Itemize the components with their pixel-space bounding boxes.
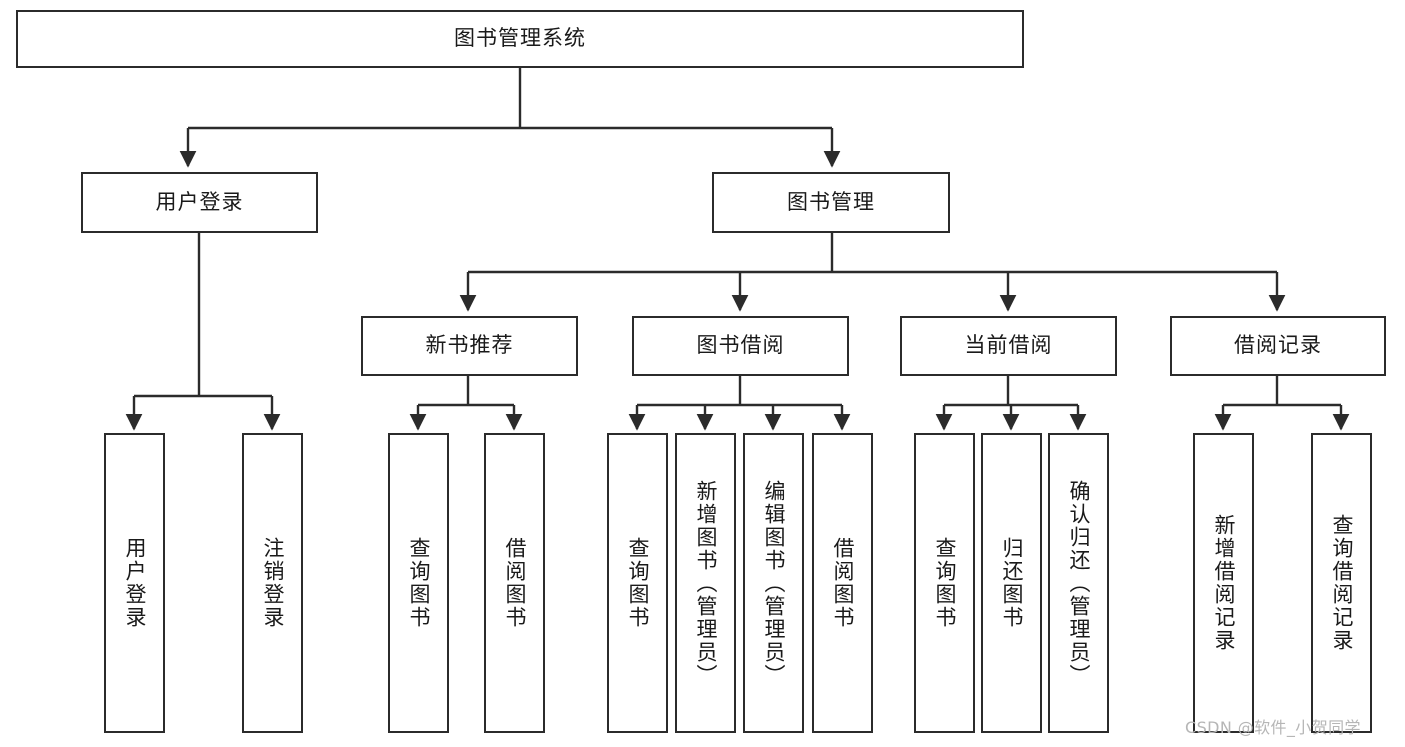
node-user-login[interactable]: 用户登录 [81, 172, 318, 233]
node-root[interactable]: 图书管理系统 [16, 10, 1024, 68]
leaf-query-book-3[interactable]: 查询图书 [914, 433, 975, 733]
leaf-borrow-book-2[interactable]: 借阅图书 [812, 433, 873, 733]
node-user-login-label: 用户登录 [155, 189, 244, 214]
node-book-management-label: 图书管理 [787, 189, 875, 214]
leaf-query-record[interactable]: 查询借阅记录 [1311, 433, 1372, 733]
leaf-add-record-label: 新增借阅记录 [1211, 514, 1236, 652]
leaf-confirm-return-label: 确认归还（管理员） [1066, 479, 1091, 687]
leaf-logout-login[interactable]: 注销登录 [242, 433, 303, 733]
leaf-return-book-label: 归还图书 [999, 537, 1024, 629]
leaf-user-login[interactable]: 用户登录 [104, 433, 165, 733]
leaf-add-record[interactable]: 新增借阅记录 [1193, 433, 1254, 733]
node-borrow-record[interactable]: 借阅记录 [1170, 316, 1386, 376]
leaf-user-login-label: 用户登录 [122, 537, 147, 629]
leaf-borrow-book-1[interactable]: 借阅图书 [484, 433, 545, 733]
leaf-query-book-1-label: 查询图书 [406, 537, 431, 629]
node-borrow-record-label: 借阅记录 [1234, 333, 1322, 358]
leaf-edit-book[interactable]: 编辑图书（管理员） [743, 433, 804, 733]
node-current-borrow-label: 当前借阅 [964, 333, 1053, 358]
leaf-query-book-2[interactable]: 查询图书 [607, 433, 668, 733]
node-book-borrow-label: 图书借阅 [696, 333, 785, 358]
leaf-query-book-3-label: 查询图书 [932, 537, 957, 629]
leaf-confirm-return[interactable]: 确认归还（管理员） [1048, 433, 1109, 733]
leaf-query-book-2-label: 查询图书 [625, 537, 650, 629]
leaf-borrow-book-2-label: 借阅图书 [830, 537, 855, 629]
node-book-borrow[interactable]: 图书借阅 [632, 316, 849, 376]
leaf-add-book-label: 新增图书（管理员） [693, 479, 718, 687]
csdn-watermark: CSDN @软件_小贺同学 [1185, 718, 1361, 737]
leaf-return-book[interactable]: 归还图书 [981, 433, 1042, 733]
node-current-borrow[interactable]: 当前借阅 [900, 316, 1117, 376]
node-new-book-recommend[interactable]: 新书推荐 [361, 316, 578, 376]
node-root-label: 图书管理系统 [454, 26, 586, 51]
node-new-book-recommend-label: 新书推荐 [425, 333, 514, 358]
leaf-add-book[interactable]: 新增图书（管理员） [675, 433, 736, 733]
leaf-query-record-label: 查询借阅记录 [1329, 514, 1354, 652]
node-book-management[interactable]: 图书管理 [712, 172, 950, 233]
leaf-borrow-book-1-label: 借阅图书 [502, 537, 527, 629]
leaf-query-book-1[interactable]: 查询图书 [388, 433, 449, 733]
leaf-edit-book-label: 编辑图书（管理员） [761, 479, 786, 687]
leaf-logout-login-label: 注销登录 [260, 537, 285, 629]
